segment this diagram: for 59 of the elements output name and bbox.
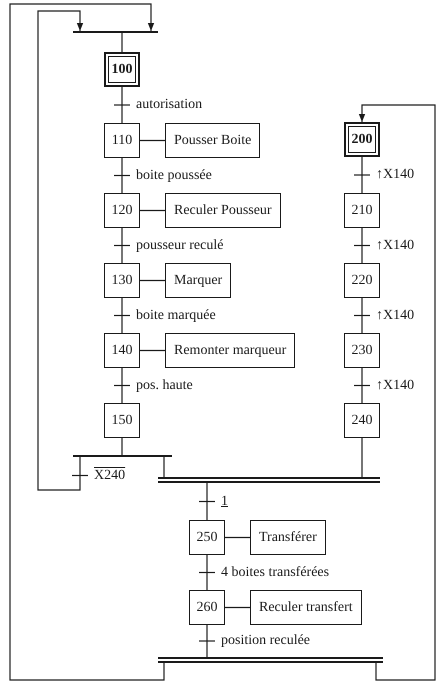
connector-line (361, 438, 363, 477)
transition-condition: pos. haute (136, 378, 193, 392)
step-box: 260 (189, 590, 225, 625)
synchronization-bar (158, 657, 383, 663)
initial-step-box: 100 (104, 52, 140, 87)
transition-connector (199, 625, 215, 657)
connector-line (163, 457, 165, 477)
action-box: Reculer transfert (250, 590, 362, 625)
step-box: 240 (344, 403, 380, 438)
transition-condition: ↑X140 (376, 238, 414, 252)
action-box: Reculer Pousseur (165, 193, 281, 228)
transition-condition: 1 (221, 494, 228, 508)
connector-line (140, 350, 165, 352)
transition-condition: autorisation (136, 98, 202, 112)
transition-connector (114, 298, 130, 333)
step-box: 210 (344, 193, 380, 228)
transition-condition: ↑X140 (376, 308, 414, 322)
transition-connector (114, 158, 130, 193)
transition-connector (114, 87, 130, 123)
transition-connector (354, 228, 370, 263)
transition-connector (37, 10, 88, 491)
connector-line (121, 33, 123, 52)
connector-line (140, 140, 165, 142)
transition-connector (354, 157, 370, 193)
action-box: Transférer (250, 520, 326, 555)
transition-condition: boite poussée (136, 168, 212, 182)
synchronization-bar (158, 477, 380, 483)
step-box: 150 (104, 403, 140, 438)
transition-connector (114, 228, 130, 263)
connector-line (225, 536, 250, 538)
step-box: 110 (104, 123, 140, 158)
transition-condition: boite marquée (136, 308, 216, 322)
step-box: 130 (104, 263, 140, 298)
connector-line (9, 3, 165, 681)
step-box: 140 (104, 333, 140, 368)
transition-connector (199, 483, 215, 520)
action-box: Marquer (165, 263, 232, 298)
transition-connector (354, 298, 370, 333)
connector-line (358, 104, 436, 681)
step-box: 250 (189, 520, 225, 555)
action-box: Remonter marqueur (165, 333, 296, 368)
step-box: 120 (104, 193, 140, 228)
connector-line (121, 438, 123, 455)
transition-connector (354, 368, 370, 403)
transition-condition: X240 (94, 468, 126, 482)
connector-line (225, 606, 250, 608)
transition-condition: 4 boites transférées (221, 566, 330, 580)
transition-connector (199, 555, 215, 590)
transition-condition: position reculée (221, 634, 310, 648)
action-box: Pousser Boite (165, 123, 260, 158)
transition-condition: pousseur reculé (136, 238, 224, 252)
step-box: 220 (344, 263, 380, 298)
transition-connector (114, 368, 130, 403)
initial-step-box: 200 (344, 122, 380, 157)
connector-line (140, 210, 165, 212)
step-box: 230 (344, 333, 380, 368)
transition-condition: ↑X140 (376, 378, 414, 392)
transition-condition: ↑X140 (376, 168, 414, 182)
connector-line (140, 280, 165, 282)
